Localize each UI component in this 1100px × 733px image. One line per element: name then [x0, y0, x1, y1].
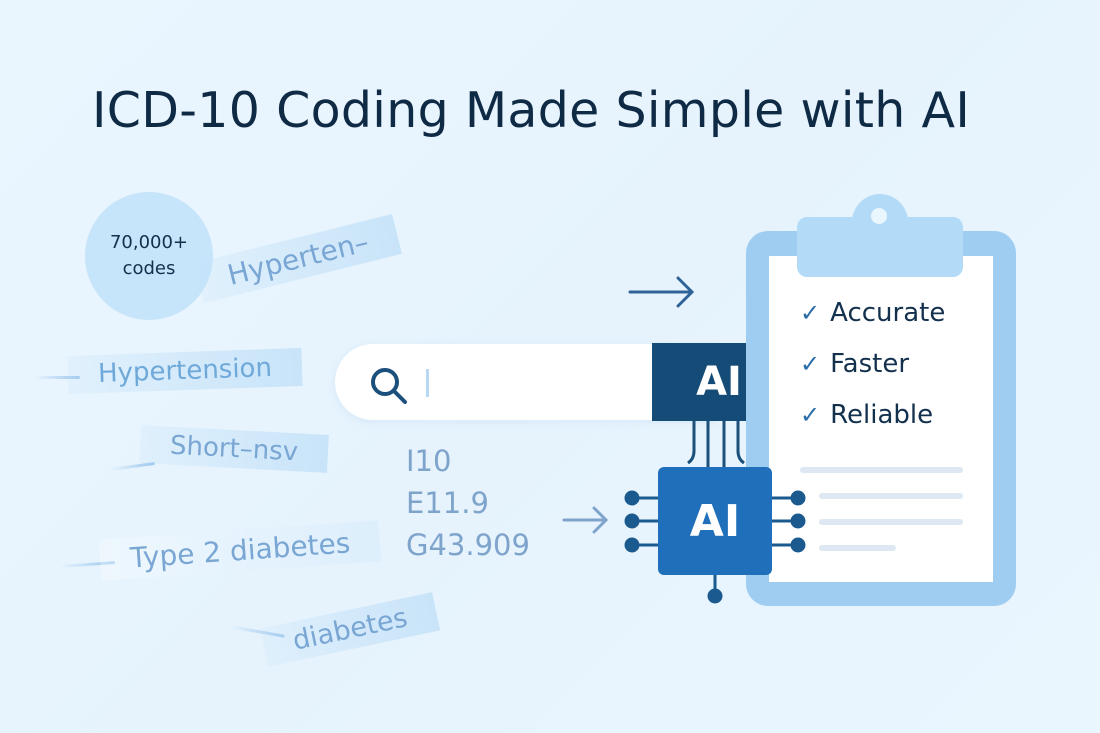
- search-bar[interactable]: [335, 344, 715, 420]
- clipboard-hole: [871, 208, 887, 224]
- ai-chip: AI: [658, 467, 772, 575]
- placeholder-text-line: [800, 467, 963, 473]
- ribbon-term: Short–nsv: [139, 425, 330, 473]
- ribbon-term: Hypertension: [67, 347, 303, 395]
- stat-label: codes: [122, 258, 176, 279]
- clipboard-clip-plate: [797, 217, 963, 277]
- arrow-right-icon: [628, 276, 695, 308]
- codes-count-badge: 70,000+ codes: [85, 192, 213, 320]
- check-icon: ✓: [800, 401, 821, 429]
- icd-code: G43.909: [406, 528, 530, 562]
- chip-pins-icon: [624, 490, 806, 604]
- checklist-label: Faster: [830, 349, 910, 379]
- ribbon-tail: [35, 376, 80, 379]
- checklist-item: ✓ Accurate: [800, 298, 945, 328]
- ribbon-term: Hyperten–: [194, 213, 403, 304]
- checklist-label: Reliable: [830, 400, 934, 430]
- circuit-connector-icon: [687, 421, 745, 467]
- check-icon: ✓: [800, 299, 821, 327]
- checklist-item: ✓ Reliable: [800, 400, 933, 430]
- clipboard-paper: [769, 256, 993, 582]
- icd-code: I10: [406, 444, 452, 478]
- stat-value: 70,000+: [109, 232, 189, 253]
- placeholder-text-line: [819, 519, 963, 525]
- placeholder-text-line: [819, 545, 896, 551]
- ribbon-term: Type 2 diabetes: [98, 520, 382, 581]
- icd-code: E11.9: [406, 486, 489, 520]
- text-cursor: [426, 369, 429, 397]
- icd-code-list: I10 E11.9 G43.909: [406, 440, 530, 566]
- arrow-right-icon: [562, 506, 609, 534]
- checklist-label: Accurate: [830, 298, 946, 328]
- search-icon: [371, 368, 407, 404]
- checklist-item: ✓ Faster: [800, 349, 909, 379]
- ribbon-term: diabetes: [259, 592, 441, 667]
- placeholder-text-line: [819, 493, 963, 499]
- page-title: ICD-10 Coding Made Simple with AI: [92, 82, 971, 139]
- check-icon: ✓: [800, 350, 821, 378]
